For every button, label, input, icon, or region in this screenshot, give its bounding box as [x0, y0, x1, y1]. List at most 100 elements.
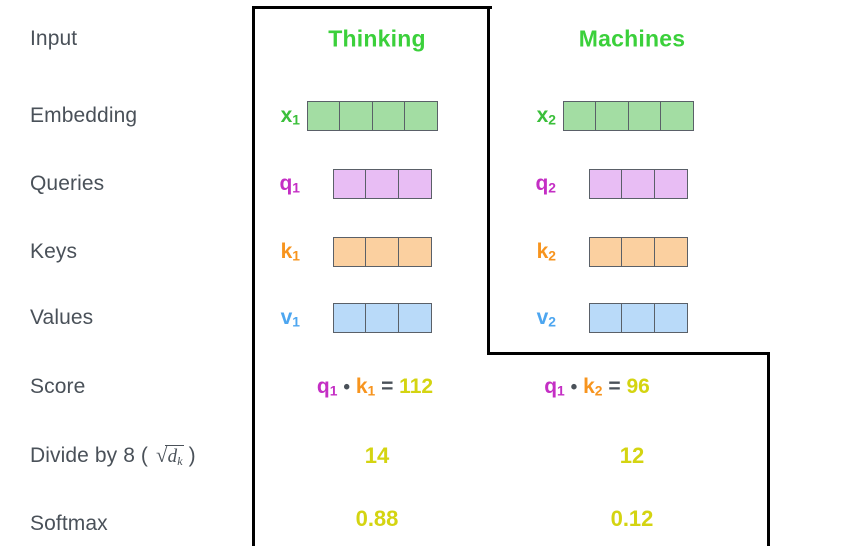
symbol-letter: x: [536, 104, 549, 127]
divided-value-machines: 12: [619, 443, 645, 468]
vector-cell: [621, 303, 656, 333]
vector-symbol-x2: x2: [537, 104, 556, 128]
symbol-letter: q: [535, 172, 549, 195]
row-label-keys: Keys: [30, 240, 78, 263]
vector-cell: [339, 101, 374, 131]
symbol-letter: x: [280, 104, 293, 127]
vector-cell: [621, 237, 656, 267]
vector-cell: [333, 237, 367, 267]
score-k-subscript: 2: [594, 382, 603, 399]
outline-left-edge: [252, 6, 255, 546]
vector-strip-x2: [563, 101, 695, 131]
vector-strip-v1: [333, 303, 432, 333]
outline-upper-right-edge: [487, 6, 490, 355]
vector-cell: [333, 303, 367, 333]
row-label-input: Input: [30, 27, 78, 50]
score-k-letter: k: [355, 375, 368, 398]
column-header-thinking: Thinking: [328, 25, 426, 52]
row-label-queries: Queries: [30, 172, 105, 195]
equals-sign: =: [608, 375, 621, 398]
symbol-subscript: 2: [548, 179, 556, 196]
softmax-value-thinking: 0.88: [355, 506, 399, 531]
score-q-letter: q: [316, 375, 330, 398]
vector-strip-q2: [589, 169, 688, 199]
symbol-letter: v: [280, 306, 293, 329]
outline-step-edge: [487, 352, 770, 355]
score-q-subscript: 1: [557, 382, 565, 399]
vector-cell: [404, 101, 439, 131]
score-k-letter: k: [583, 375, 595, 398]
sqrt-expression: √dk: [154, 443, 184, 469]
symbol-letter: q: [279, 172, 293, 195]
vector-cell: [397, 237, 432, 267]
symbol-subscript: 1: [292, 247, 300, 264]
sqrt-radicand: d: [167, 446, 178, 467]
vector-cell: [653, 303, 688, 333]
vector-cell: [397, 169, 432, 199]
vector-cell: [595, 101, 630, 131]
vector-symbol-k1: k1: [281, 240, 300, 264]
row-label-values: Values: [30, 306, 94, 329]
vector-cell: [653, 237, 688, 267]
symbol-subscript: 1: [292, 313, 300, 330]
vector-cell: [365, 237, 400, 267]
score-q-letter: q: [544, 375, 558, 398]
vector-symbol-v2: v2: [537, 306, 556, 330]
symbol-letter: k: [280, 240, 293, 263]
sqrt-overbar: [164, 445, 184, 446]
vector-cell: [365, 303, 400, 333]
vector-strip-k1: [333, 237, 432, 267]
vector-cell: [333, 169, 367, 199]
score-q-term: q1: [544, 375, 565, 398]
vector-cell: [627, 101, 662, 131]
symbol-subscript: 2: [548, 247, 556, 264]
row-label-divide-by-8: Divide by 8 ( √dk ): [30, 443, 196, 469]
score-q-subscript: 1: [329, 382, 338, 399]
vector-cell: [621, 169, 656, 199]
vector-cell: [365, 169, 400, 199]
divide-prefix-text: Divide by 8 (: [30, 444, 149, 467]
vector-cell: [397, 303, 432, 333]
vector-strip-k2: [589, 237, 688, 267]
vector-cell: [307, 101, 341, 131]
vector-symbol-k2: k2: [537, 240, 556, 264]
outline-top-edge: [252, 6, 492, 9]
vector-cell: [589, 169, 623, 199]
vector-cell: [371, 101, 406, 131]
vector-symbol-v1: v1: [281, 306, 300, 330]
divide-suffix-text: ): [188, 444, 196, 467]
score-value: 112: [399, 375, 434, 398]
row-label-embedding: Embedding: [30, 104, 138, 127]
score-k-subscript: 1: [367, 382, 376, 399]
vector-symbol-q2: q2: [535, 172, 556, 196]
dot-product-icon: •: [570, 377, 578, 398]
equals-sign: =: [381, 375, 394, 398]
vector-strip-q1: [333, 169, 432, 199]
vector-cell: [589, 237, 623, 267]
score-q-term: q1: [317, 375, 338, 398]
score-value: 96: [626, 375, 650, 398]
symbol-subscript: 1: [292, 179, 300, 196]
vector-cell: [589, 303, 623, 333]
divided-value-thinking: 14: [364, 443, 390, 468]
vector-cell: [653, 169, 688, 199]
outline-lower-right-edge: [767, 352, 770, 546]
symbol-subscript: 2: [548, 111, 556, 128]
row-label-softmax: Softmax: [30, 512, 108, 535]
vector-symbol-x1: x1: [281, 104, 300, 128]
score-k-term: k1: [356, 375, 375, 398]
symbol-subscript: 2: [548, 313, 556, 330]
column-header-machines: Machines: [578, 25, 686, 52]
sqrt-subscript: k: [177, 454, 183, 468]
symbol-subscript: 1: [292, 111, 300, 128]
score-expression-machines: q1 • k2 = 96: [544, 375, 650, 399]
symbol-letter: k: [536, 240, 549, 263]
row-label-score: Score: [30, 375, 86, 398]
vector-symbol-q1: q1: [279, 172, 300, 196]
softmax-value-machines: 0.12: [610, 506, 654, 531]
symbol-letter: v: [536, 306, 549, 329]
vector-strip-x1: [307, 101, 439, 131]
dot-product-icon: •: [343, 377, 350, 398]
sqrt-symbol: √: [155, 443, 168, 467]
